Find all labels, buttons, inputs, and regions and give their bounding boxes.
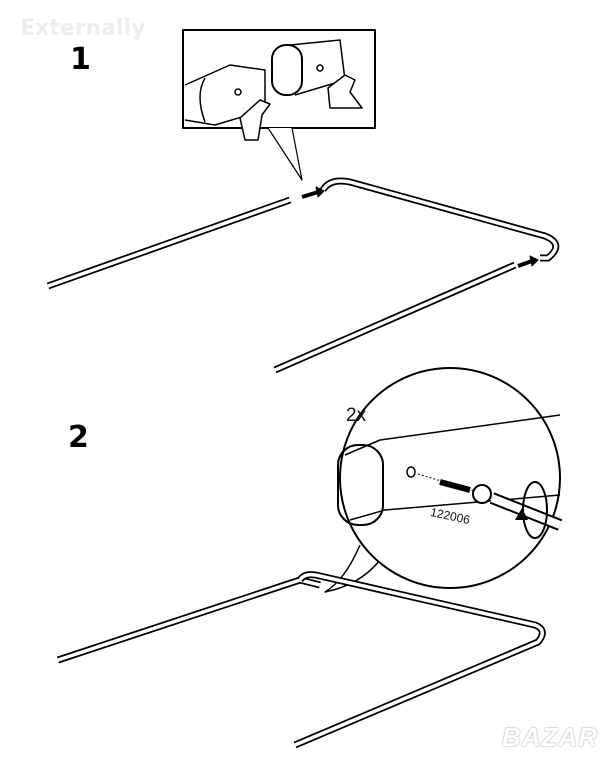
step-number-2: 2 [68, 420, 89, 455]
step1-detail-inset [182, 29, 376, 181]
screw-icon [439, 479, 471, 493]
quantity-label: 2x [346, 405, 367, 426]
arrow-icon [517, 259, 533, 268]
step1-rods [46, 177, 560, 374]
step-number-1: 1 [70, 42, 91, 77]
bazar-logo: BAZAR [502, 722, 598, 752]
watermark: Externally [20, 16, 146, 41]
arrow-icon [301, 190, 319, 199]
step2-detail-magnifier [324, 367, 563, 593]
hand-icon [239, 99, 271, 141]
step2-frame [56, 571, 546, 749]
hand-icon [327, 74, 363, 109]
